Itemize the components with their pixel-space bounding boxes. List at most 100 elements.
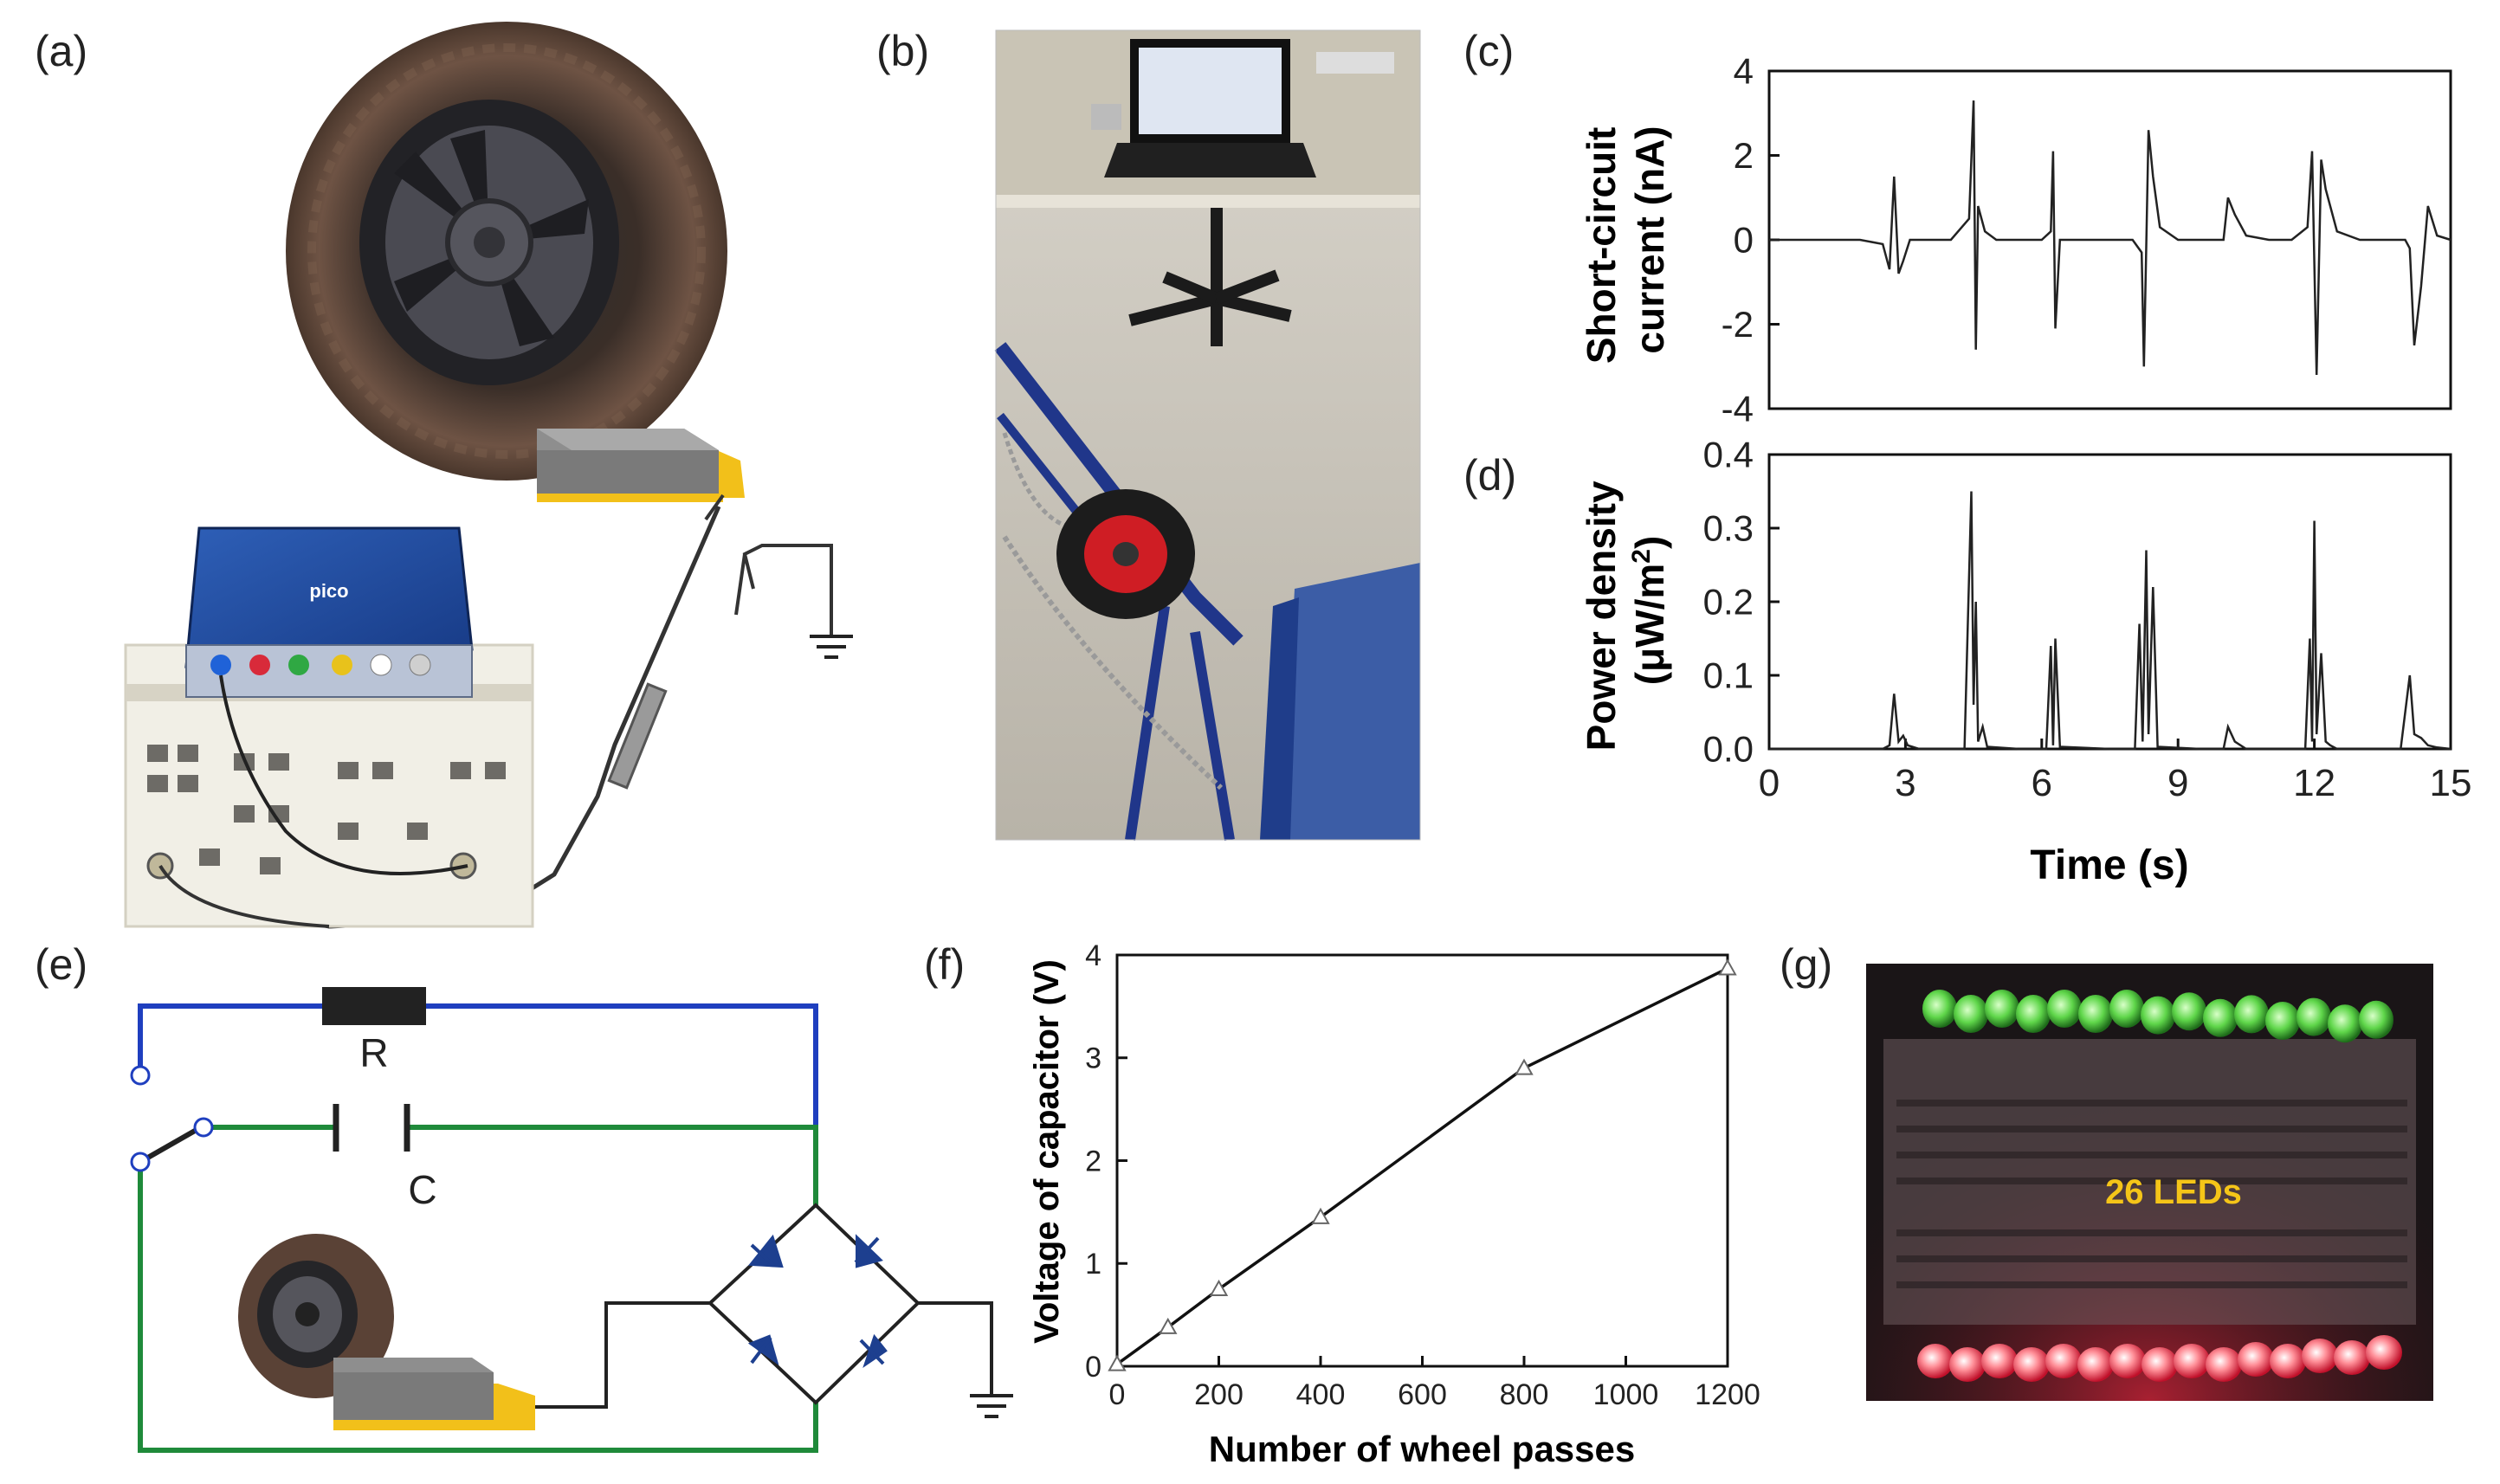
- y-tick-label: -2: [1722, 304, 1754, 345]
- data-point: [1209, 1279, 1229, 1296]
- red-led-icon: [2174, 1344, 2210, 1378]
- x-tick-label: 0: [1109, 1378, 1126, 1411]
- green-wire: [138, 1125, 818, 1453]
- red-led-icon: [2270, 1344, 2306, 1378]
- x-tick-label: 400: [1296, 1378, 1346, 1411]
- red-led-icon: [2206, 1347, 2242, 1382]
- y-tick-label: 1: [1085, 1248, 1101, 1281]
- bridge-rectifier-icon: [520, 1203, 993, 1409]
- green-led-icon: [2172, 992, 2206, 1031]
- green-led-icon: [2328, 1004, 2362, 1043]
- panel-b-photo: [994, 29, 1421, 841]
- data-point: [1311, 1207, 1330, 1224]
- chart-d-xlabel: Time (s): [2030, 842, 2188, 888]
- green-led-icon: [1922, 990, 1957, 1028]
- pico-brand-label: pico: [309, 580, 348, 602]
- x-tick-label: 800: [1500, 1378, 1549, 1411]
- small-tire-icon: [238, 1234, 394, 1398]
- x-tick-label: 0: [1759, 762, 1780, 804]
- y-tick-label: 0: [1734, 220, 1754, 261]
- red-led-icon: [2238, 1342, 2274, 1377]
- chart-f-series-line: [1115, 966, 1728, 1366]
- tribo-pad-icon: [537, 429, 745, 502]
- blue-wire: [138, 1003, 818, 1127]
- x-tick-label: 1000: [1593, 1378, 1659, 1411]
- data-point: [1718, 958, 1737, 976]
- green-led-icon: [2078, 995, 2113, 1033]
- red-led-icon: [2302, 1339, 2338, 1373]
- small-tribo-pad-icon: [333, 1358, 535, 1430]
- tire-icon: [286, 22, 727, 481]
- chart-c-ylabel: Short-circuit current (nA): [1579, 116, 1672, 364]
- x-tick-label: 1200: [1695, 1378, 1760, 1411]
- panel-label-e: (e): [35, 940, 88, 989]
- y-tick-label: 2: [1734, 135, 1754, 176]
- green-led-icon: [2109, 990, 2144, 1028]
- red-led-icon: [2045, 1344, 2082, 1378]
- data-point: [1159, 1317, 1178, 1334]
- panel-label-b: (b): [876, 27, 930, 75]
- y-tick-label: 4: [1085, 939, 1101, 972]
- red-led-icon: [2366, 1335, 2402, 1370]
- green-led-icon: [1954, 995, 1988, 1033]
- y-tick-label: 4: [1734, 51, 1754, 92]
- green-led-icon: [2297, 997, 2331, 1036]
- panel-a-illustration: pico: [124, 22, 853, 929]
- y-tick-label: 0.4: [1703, 435, 1754, 475]
- green-led-icon: [2141, 996, 2175, 1035]
- chart-c-series-line: [1769, 100, 2452, 376]
- red-led-icon: [1949, 1347, 1986, 1382]
- x-tick-label: 200: [1194, 1378, 1244, 1411]
- data-point: [1108, 1354, 1127, 1371]
- y-tick-label: 3: [1085, 1042, 1101, 1075]
- red-led-icon: [2141, 1347, 2178, 1382]
- panel-label-a: (a): [35, 27, 88, 75]
- chart-f-xlabel: Number of wheel passes: [1209, 1429, 1636, 1469]
- chart-d-ylabel: Power density (μW/m2): [1579, 470, 1672, 752]
- laptop-icon: [1104, 39, 1316, 177]
- red-led-icon: [1981, 1344, 2018, 1378]
- chair-base-icon: [1128, 208, 1292, 346]
- green-led-icon: [2265, 1002, 2300, 1040]
- green-led-row: [1922, 990, 2393, 1043]
- resistor-icon: [322, 987, 426, 1025]
- y-tick-label: 0.0: [1703, 729, 1754, 770]
- chart-f-frame: [1115, 953, 1729, 1368]
- y-tick-label: 0.3: [1703, 508, 1754, 549]
- diode-icons: [747, 1234, 888, 1368]
- red-led-icon: [2109, 1344, 2146, 1378]
- x-tick-label: 3: [1895, 762, 1915, 804]
- led-count-caption: 26 LEDs: [2105, 1173, 2242, 1211]
- capacitor-label: C: [408, 1167, 436, 1212]
- red-led-icon: [2013, 1347, 2050, 1382]
- ground-icon: [810, 635, 853, 659]
- green-led-icon: [2016, 995, 2051, 1033]
- chart-d-frame: [1767, 453, 2452, 751]
- green-led-icon: [2234, 995, 2269, 1034]
- y-tick-label: 0.2: [1703, 582, 1754, 623]
- x-tick-label: 9: [2167, 762, 2188, 804]
- panel-g-photo: 26 LEDs: [1866, 964, 2433, 1401]
- red-led-row: [1917, 1335, 2402, 1382]
- x-tick-label: 6: [2032, 762, 2052, 804]
- y-tick-label: 0.1: [1703, 655, 1754, 696]
- green-led-icon: [1985, 990, 2019, 1028]
- resistor-label: R: [359, 1030, 388, 1075]
- red-led-icon: [2077, 1347, 2114, 1382]
- green-led-icon: [2047, 990, 2082, 1028]
- x-tick-label: 600: [1398, 1378, 1447, 1411]
- data-point: [1515, 1058, 1534, 1075]
- chart-d-series-line: [1769, 491, 2452, 751]
- green-led-icon: [2203, 998, 2238, 1037]
- y-tick-label: 2: [1085, 1145, 1101, 1178]
- panel-label-d: (d): [1463, 451, 1517, 500]
- red-led-icon: [1917, 1344, 1954, 1378]
- x-tick-label: 15: [2430, 762, 2472, 804]
- cart-wheel-icon: [1056, 489, 1195, 619]
- red-led-icon: [2334, 1340, 2370, 1375]
- chart-f-ylabel: Voltage of capacitor (V): [1028, 959, 1066, 1344]
- panel-label-f: (f): [924, 940, 966, 989]
